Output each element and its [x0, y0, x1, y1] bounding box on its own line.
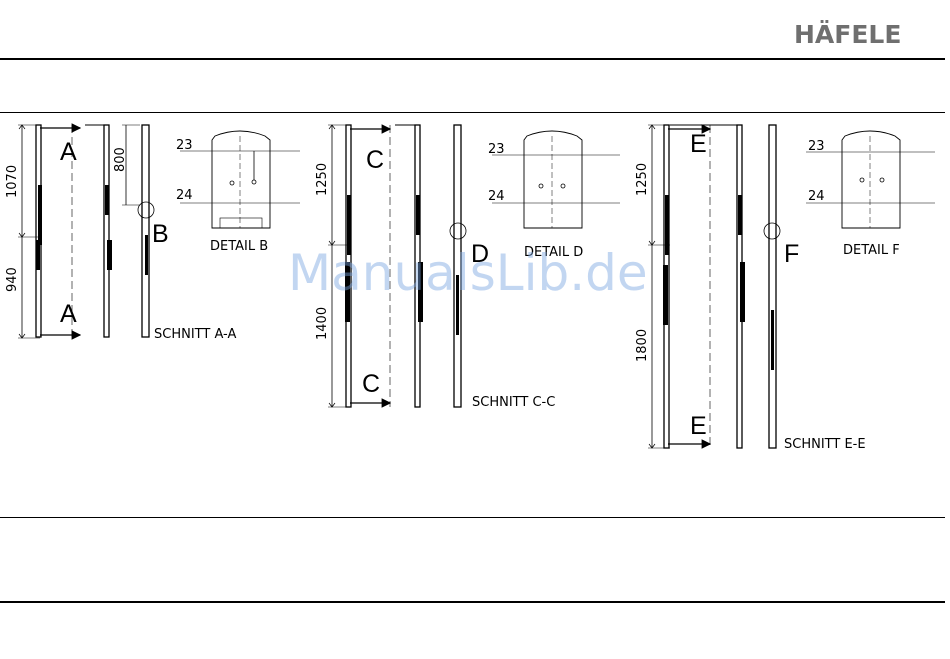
- dim-1250-e: 1250: [635, 163, 650, 196]
- dim-1800: 1800: [635, 329, 650, 362]
- dim-1070: 1070: [5, 165, 20, 198]
- section-label-e: SCHNITT E-E: [784, 437, 866, 452]
- group-e-drawing: [648, 125, 935, 448]
- detail-d-num-23: 23: [488, 142, 505, 157]
- detail-label-f: DETAIL F: [843, 243, 900, 258]
- section-letter-e-bottom: E: [690, 412, 707, 440]
- detail-b-num-23: 23: [176, 138, 193, 153]
- section-letter-e-top: E: [690, 130, 707, 158]
- section-letter-c-top: C: [366, 146, 384, 174]
- detail-b-num-24: 24: [176, 188, 193, 203]
- detail-d-num-24: 24: [488, 189, 505, 204]
- section-letter-a-top: A: [60, 138, 77, 166]
- dim-800: 800: [113, 147, 128, 172]
- section-label-c: SCHNITT C-C: [472, 395, 555, 410]
- section-letter-a-bottom: A: [60, 300, 77, 328]
- detail-letter-b: B: [152, 220, 169, 248]
- watermark: ManualsLib.de: [288, 244, 648, 302]
- section-letter-c-bottom: C: [362, 370, 380, 398]
- detail-label-b: DETAIL B: [210, 239, 268, 254]
- dim-940: 940: [5, 267, 20, 292]
- detail-f-num-24: 24: [808, 189, 825, 204]
- dim-1250-c: 1250: [315, 163, 330, 196]
- detail-letter-f: F: [784, 240, 799, 268]
- detail-f-num-23: 23: [808, 139, 825, 154]
- dim-1400: 1400: [315, 307, 330, 340]
- section-label-a: SCHNITT A-A: [154, 327, 236, 342]
